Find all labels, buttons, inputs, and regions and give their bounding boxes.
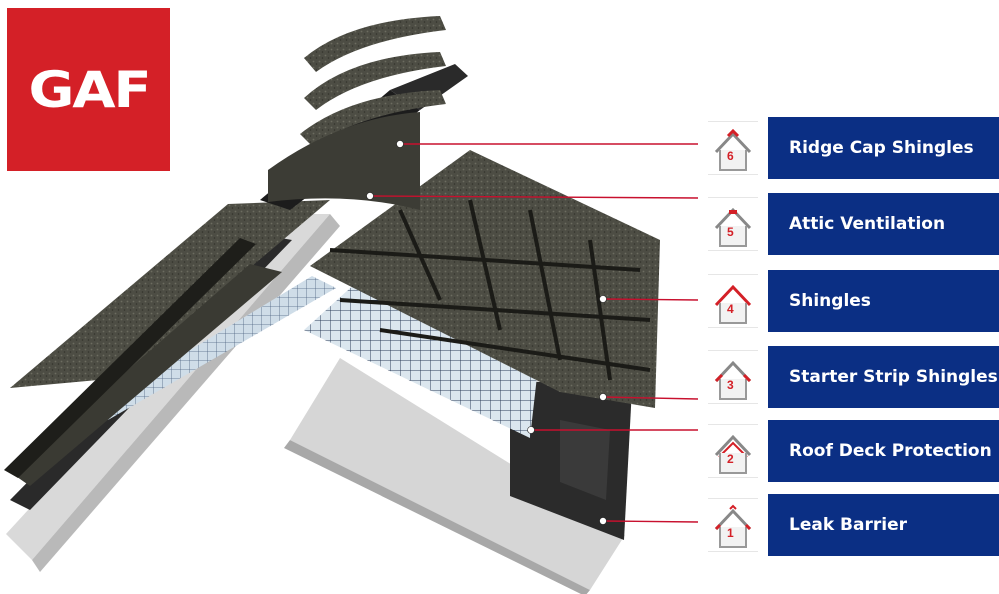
layer-row-ridge-cap: 6 Ridge Cap Shingles	[708, 117, 999, 179]
leader-lines	[369, 143, 699, 523]
ridge-caps	[268, 16, 446, 210]
house-number: 2	[727, 452, 734, 466]
gaf-logo: GAF	[7, 8, 170, 171]
house-icon	[708, 274, 758, 328]
house-number: 3	[727, 378, 734, 392]
right-underlayment	[304, 270, 540, 438]
house-icon	[708, 197, 758, 251]
right-shingles	[310, 150, 660, 408]
layer-row-leak-barrier: 1 Leak Barrier	[708, 494, 999, 556]
house-icon	[708, 121, 758, 175]
right-leak-barrier	[510, 380, 632, 540]
house-number: 5	[727, 225, 734, 239]
layer-row-starter-strip: 3 Starter Strip Shingles	[708, 346, 999, 408]
layer-label: Leak Barrier	[768, 494, 999, 556]
house-icon	[708, 498, 758, 552]
layer-label: Shingles	[768, 270, 999, 332]
layer-row-attic-ventilation: 5 Attic Ventilation	[708, 193, 999, 255]
right-decking	[284, 358, 625, 594]
house-icon	[708, 350, 758, 404]
house-number: 1	[727, 526, 734, 540]
house-number: 6	[727, 149, 734, 163]
left-shingles	[4, 200, 330, 486]
layer-row-shingles: 4 Shingles	[708, 270, 999, 332]
logo-text: GAF	[28, 60, 151, 119]
layer-label: Ridge Cap Shingles	[768, 117, 999, 179]
layer-label: Starter Strip Shingles	[768, 346, 999, 408]
layer-row-roof-deck-protection: 2 Roof Deck Protection	[708, 420, 999, 482]
left-decking	[6, 214, 340, 572]
layer-label: Roof Deck Protection	[768, 420, 999, 482]
house-number: 4	[727, 302, 734, 316]
layer-label: Attic Ventilation	[768, 193, 999, 255]
house-icon	[708, 424, 758, 478]
leader-dots	[366, 140, 607, 525]
